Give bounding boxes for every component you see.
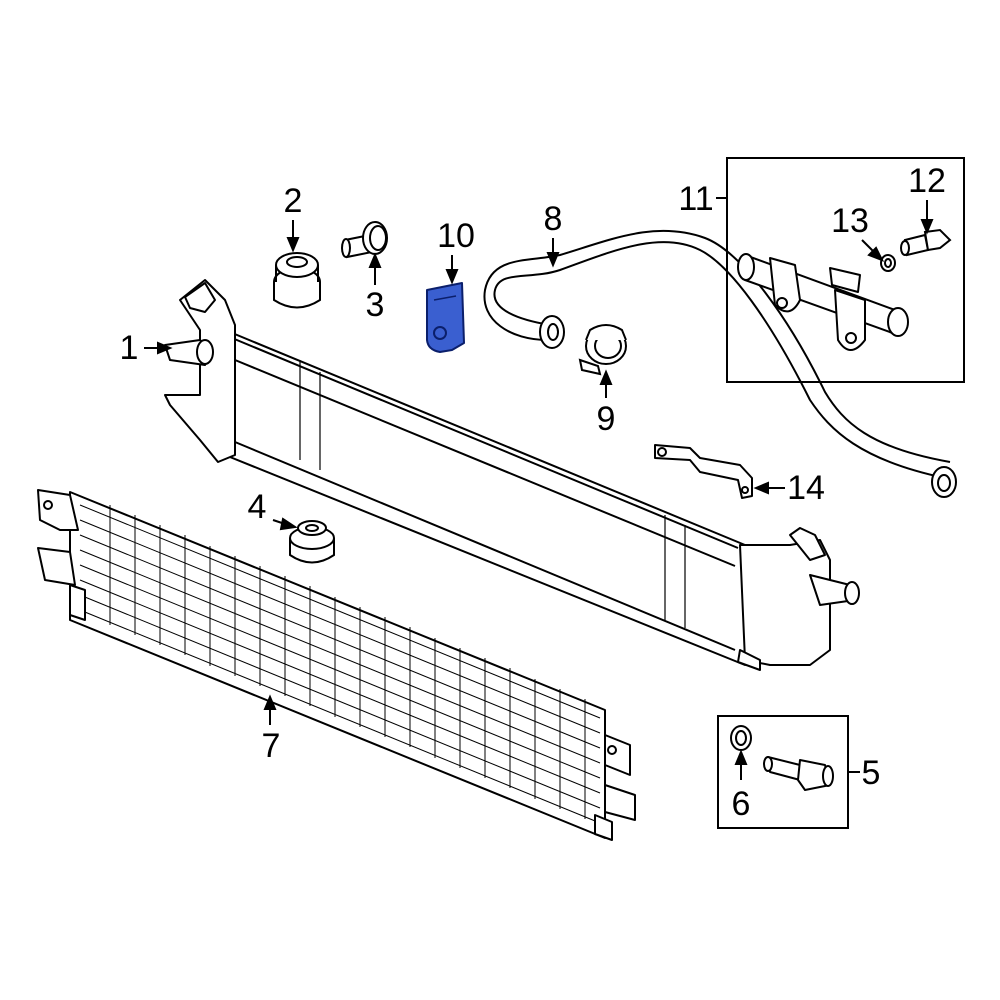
sensor-washer[interactable] xyxy=(730,725,752,751)
mounting-pin[interactable] xyxy=(341,221,388,259)
o-ring-13[interactable] xyxy=(880,254,896,272)
coolant-hose[interactable] xyxy=(483,229,957,498)
callout-11: 11 xyxy=(678,180,714,218)
inset-box-11 xyxy=(726,157,965,383)
callout-4: 4 xyxy=(247,488,267,526)
callout-6: 6 xyxy=(731,785,751,823)
callout-5: 5 xyxy=(861,754,881,792)
callout-1: 1 xyxy=(119,329,139,367)
bracket-highlighted[interactable] xyxy=(426,282,465,353)
callout-10: 10 xyxy=(437,217,475,255)
callout-14: 14 xyxy=(787,469,825,507)
bleed-fitting[interactable] xyxy=(900,228,952,257)
leader-lines xyxy=(144,197,934,780)
callout-3: 3 xyxy=(365,286,385,324)
pipe-bracket[interactable] xyxy=(654,444,753,499)
callout-8: 8 xyxy=(543,200,563,238)
temperature-sensor[interactable] xyxy=(763,756,834,791)
grommet-upper[interactable] xyxy=(273,252,321,309)
condenser-core[interactable] xyxy=(37,489,636,841)
grommet-lower[interactable] xyxy=(289,520,335,564)
callout-2: 2 xyxy=(283,182,303,220)
outlet-pipe[interactable] xyxy=(737,253,909,351)
sensor-inset xyxy=(717,715,849,829)
hose-clamp[interactable] xyxy=(578,324,627,376)
callout-12: 12 xyxy=(908,162,946,200)
callout-7: 7 xyxy=(261,727,281,765)
callout-9: 9 xyxy=(596,400,616,438)
outlet-pipe-inset xyxy=(726,157,965,383)
radiator-core[interactable] xyxy=(164,279,860,671)
callout-13: 13 xyxy=(831,202,869,240)
